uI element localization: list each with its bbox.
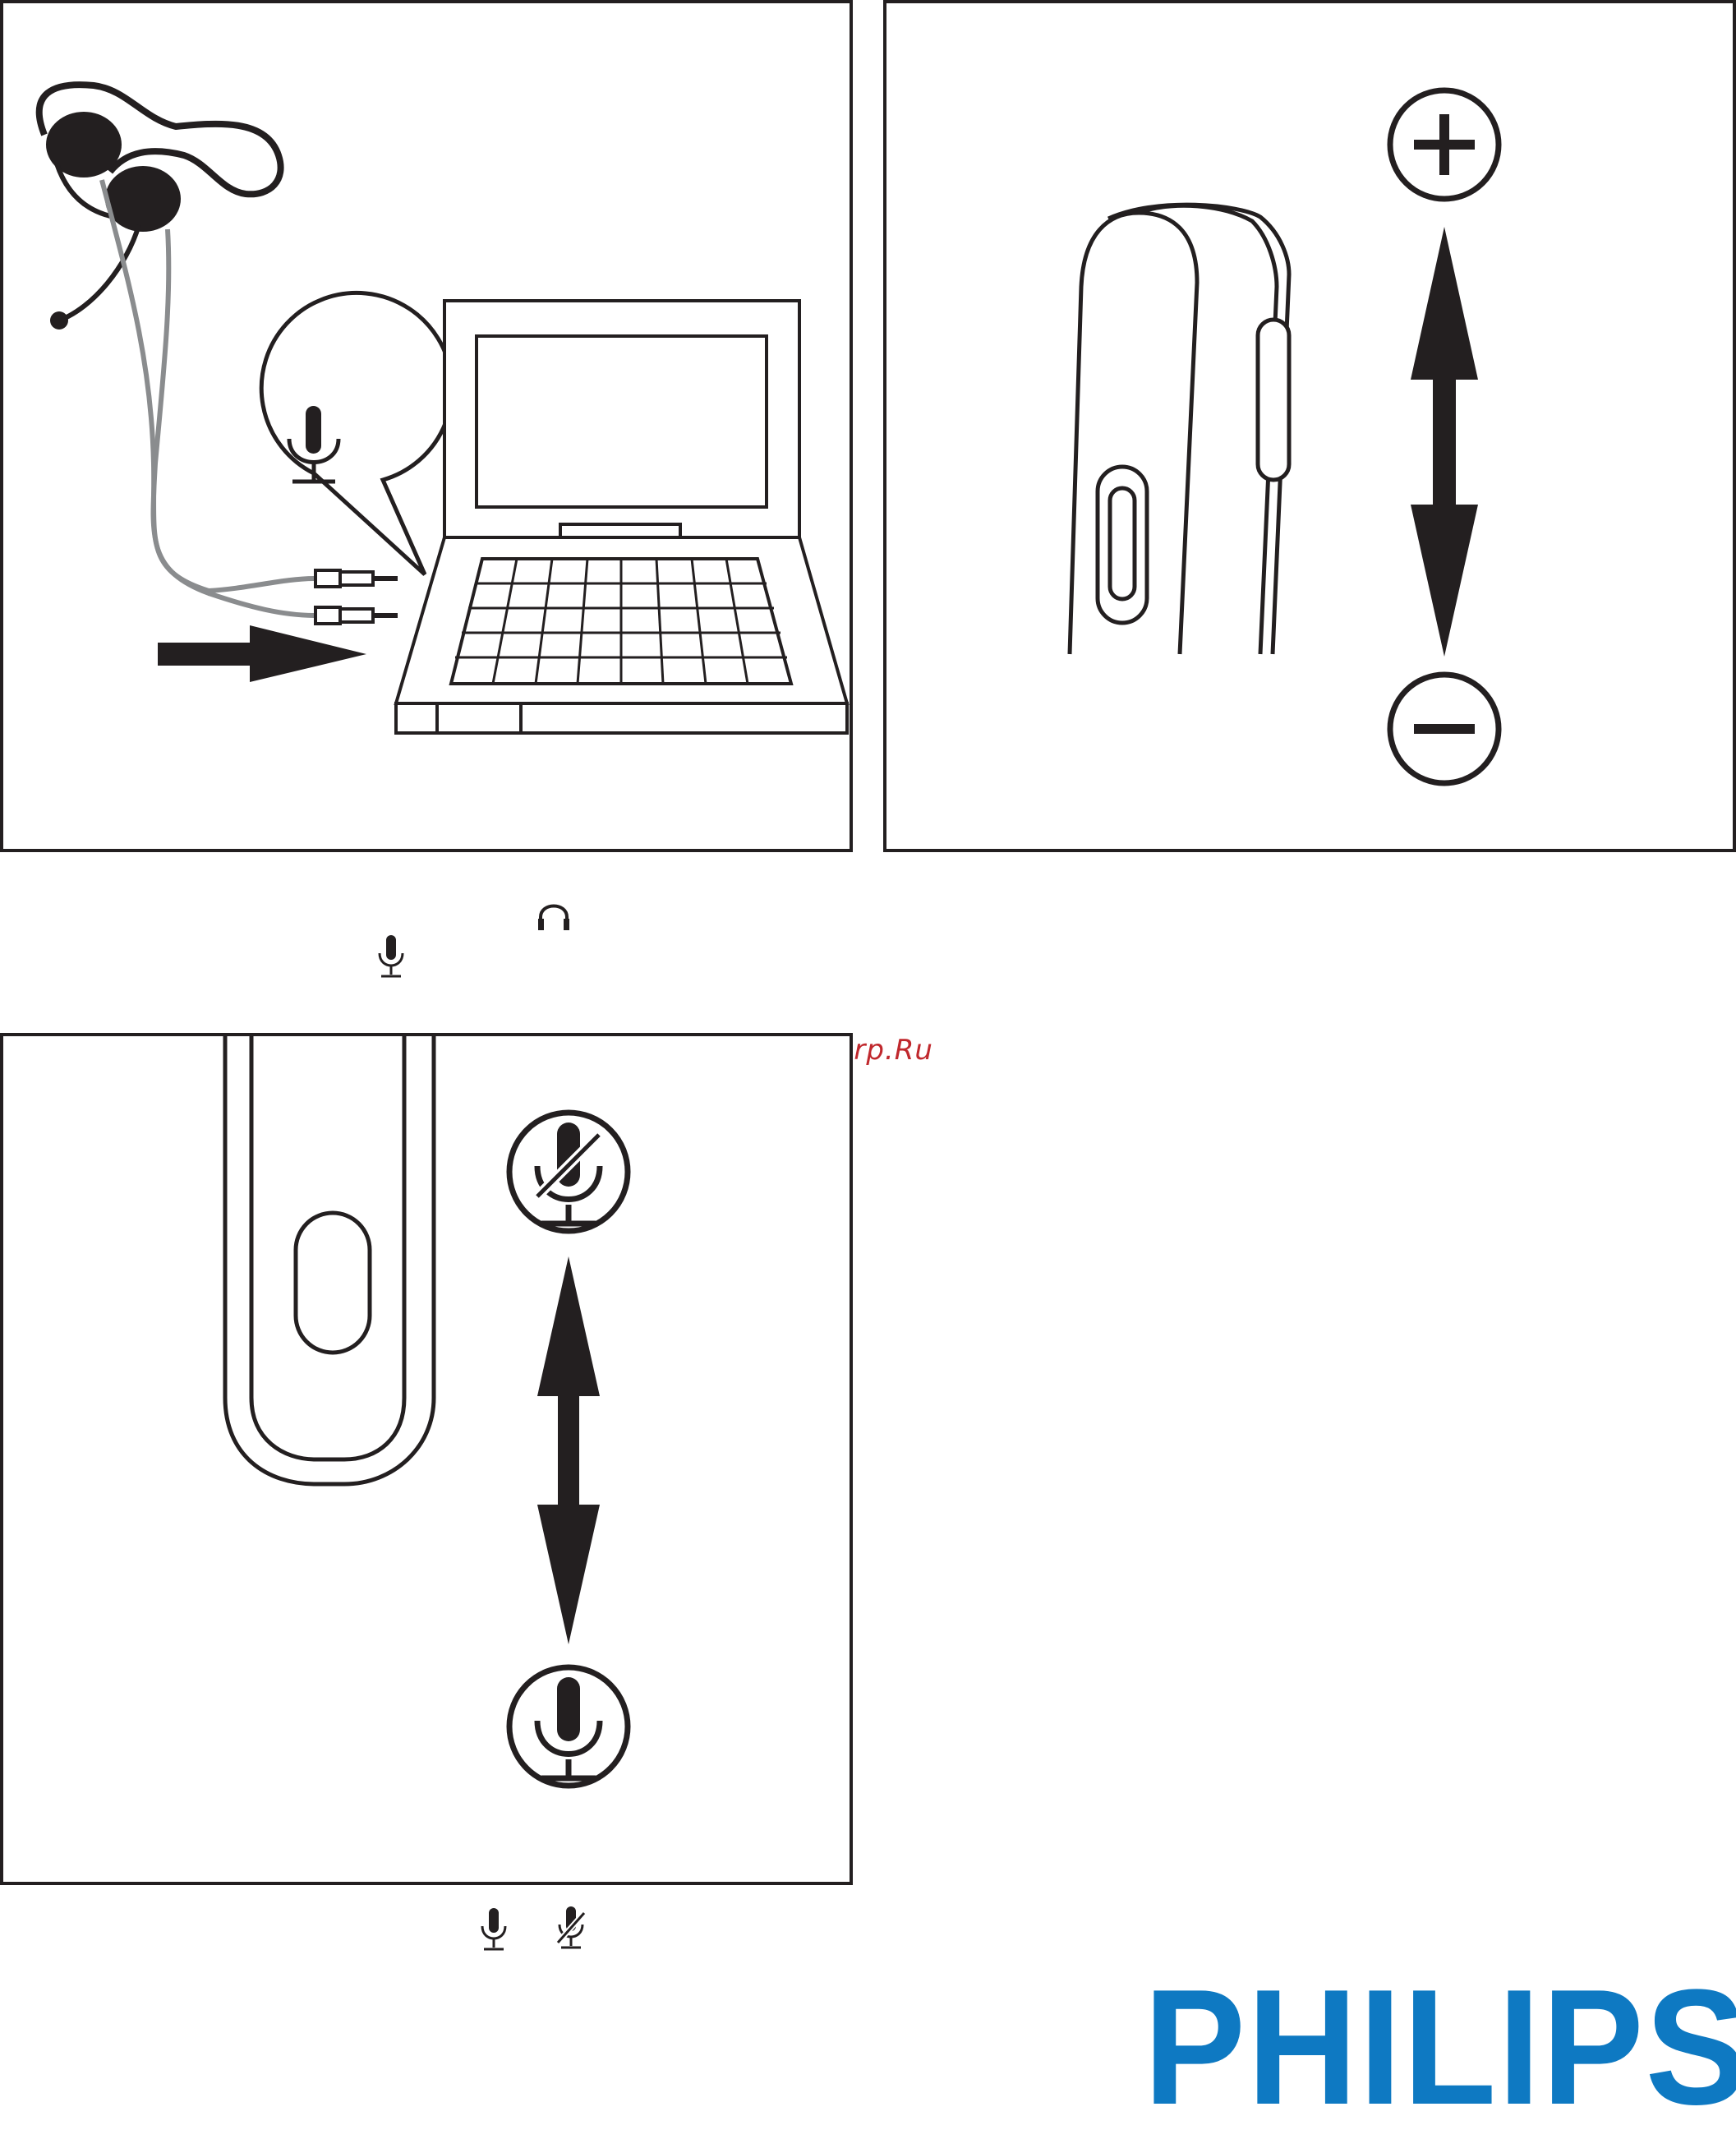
plus-icon	[1390, 90, 1499, 199]
microphone-icon	[509, 1667, 628, 1786]
arrow-right-icon	[158, 625, 366, 682]
microphone-icon	[479, 1906, 509, 1952]
double-arrow-icon	[537, 1256, 600, 1644]
double-arrow-icon	[1411, 227, 1478, 657]
philips-logo: PHILIPS	[1144, 1966, 1736, 2130]
connect-headset-panel	[0, 0, 853, 852]
laptop-icon	[396, 301, 847, 733]
mute-control-illustration	[3, 1036, 856, 1888]
audio-plug-icon	[315, 570, 398, 624]
mic-muted-icon	[509, 1113, 628, 1231]
earpiece-front-view	[225, 1036, 434, 1484]
microphone-bubble	[261, 293, 452, 574]
microphone-icon	[376, 934, 406, 980]
connect-headset-illustration	[3, 3, 856, 855]
mute-control-panel	[0, 1033, 853, 1885]
minus-icon	[1390, 675, 1499, 783]
earpiece-side-view	[1070, 205, 1289, 654]
volume-control-panel	[883, 0, 1736, 852]
mic-muted-icon	[555, 1905, 587, 1952]
volume-control-illustration	[886, 3, 1736, 855]
headphones-icon	[536, 899, 572, 935]
